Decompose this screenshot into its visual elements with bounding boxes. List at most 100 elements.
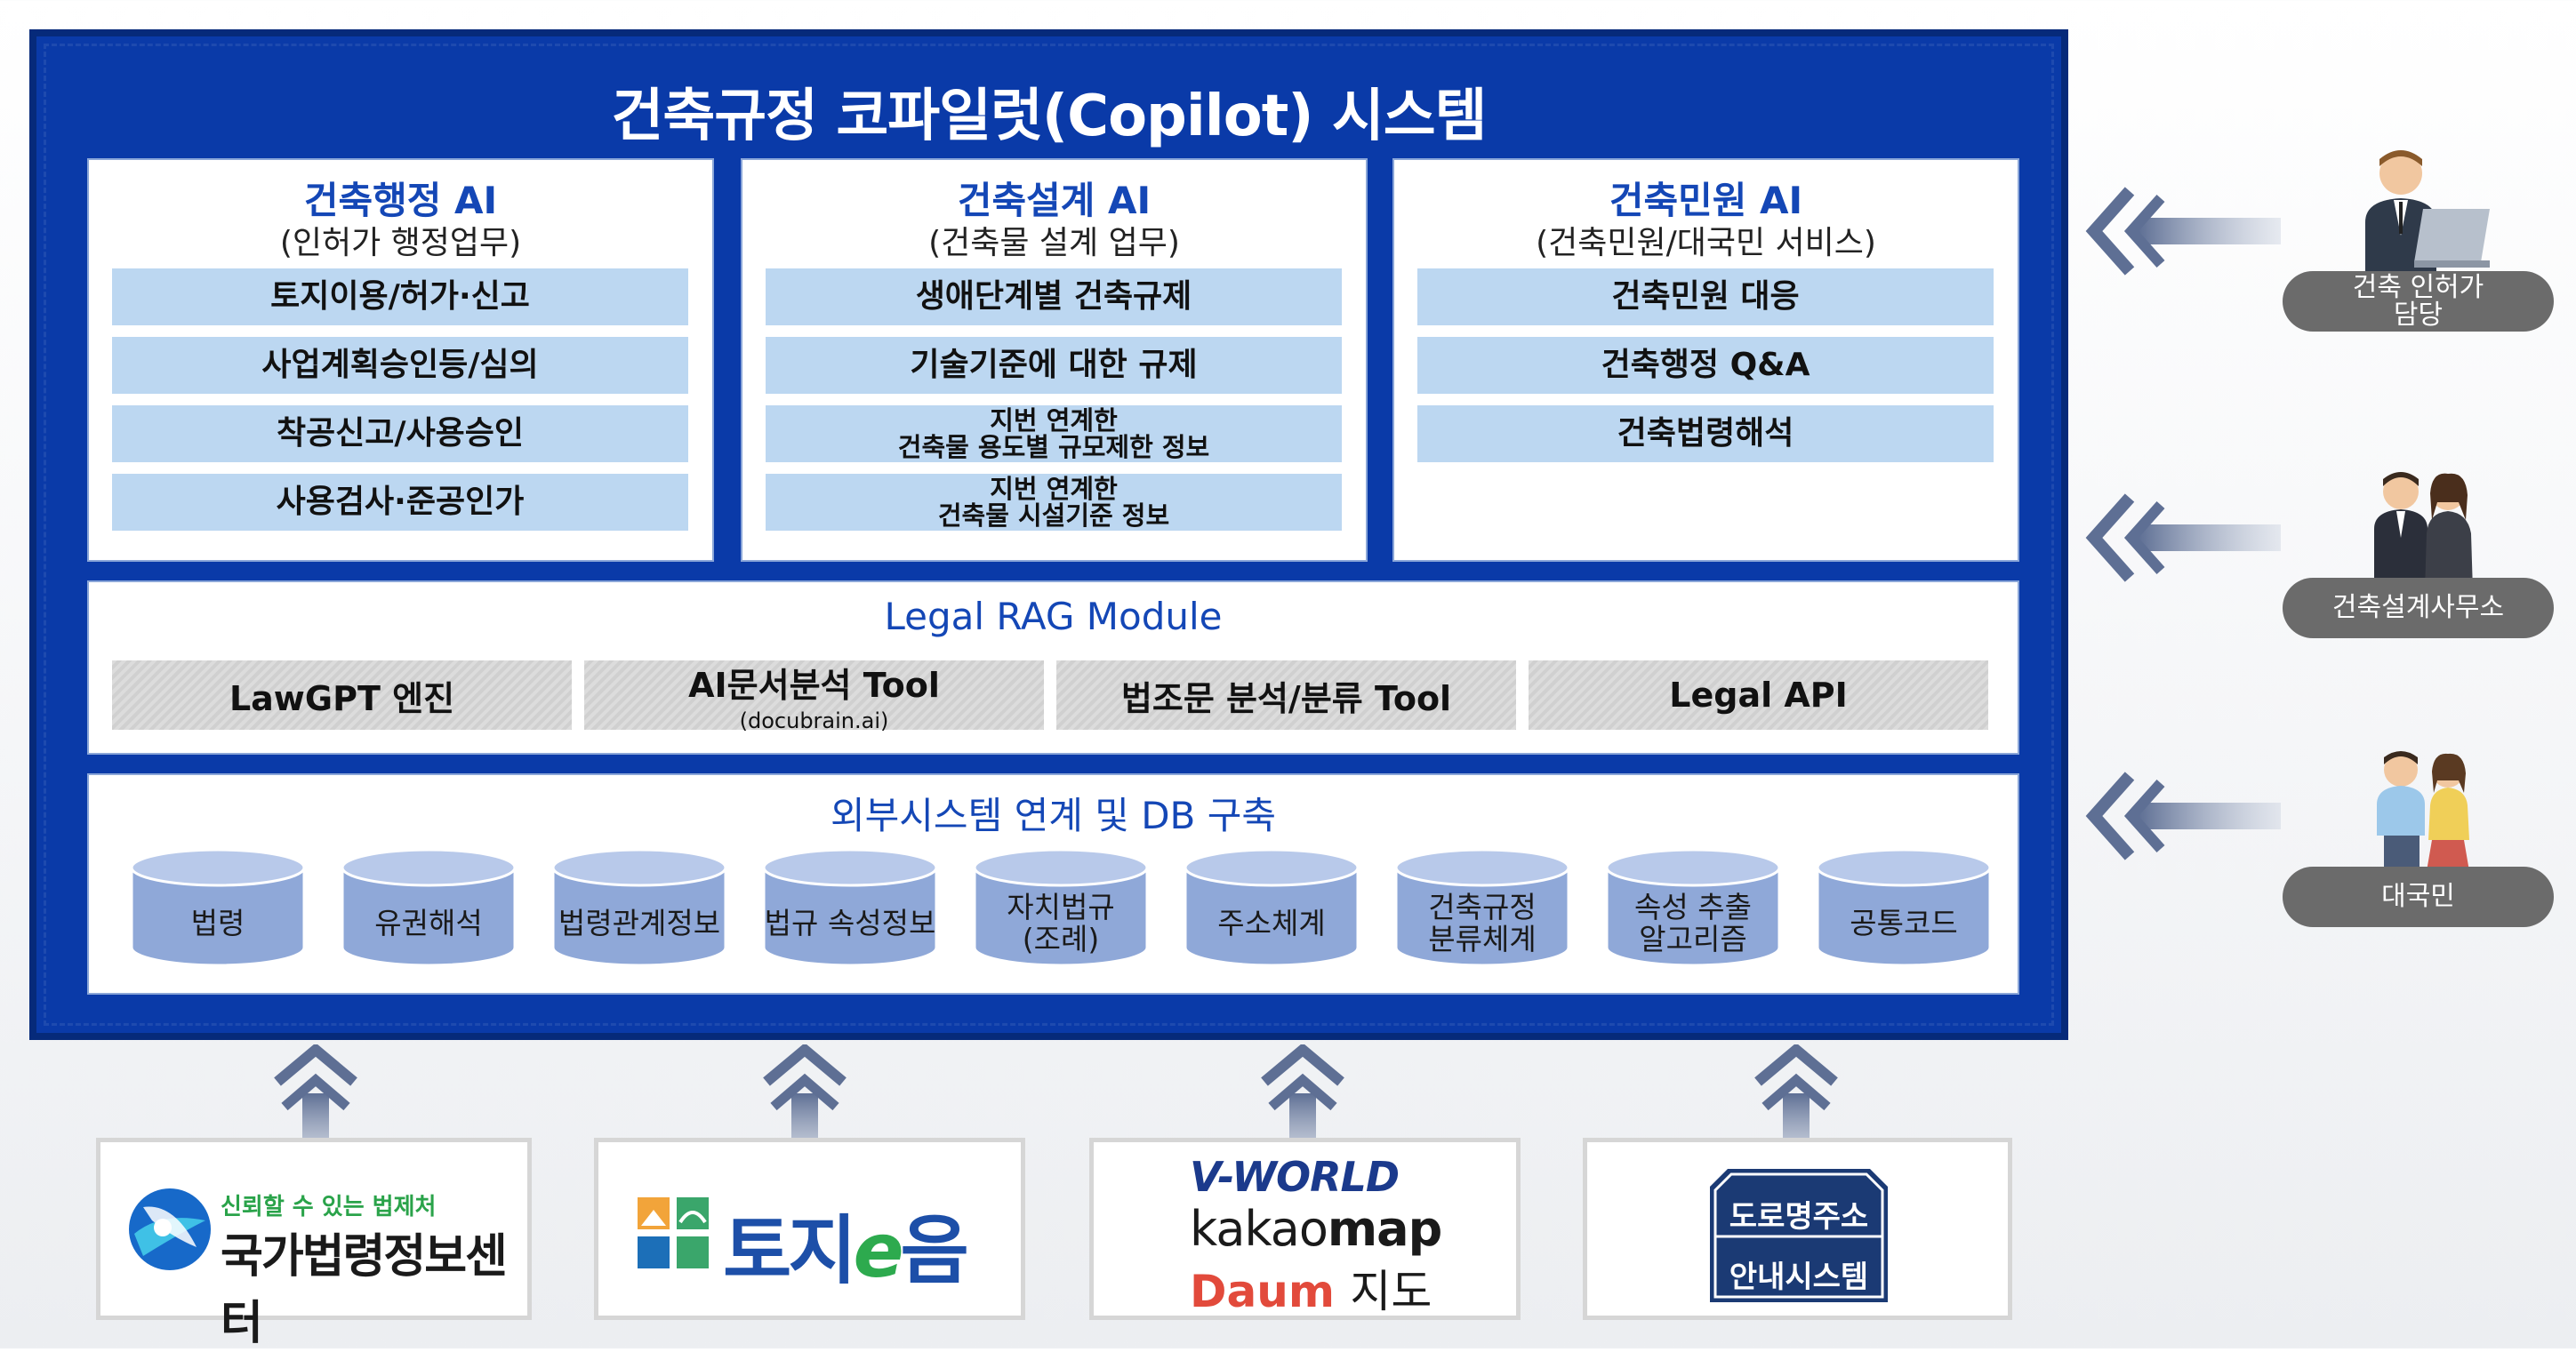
user-badge-permit: 건축 인허가 담당 bbox=[2283, 271, 2554, 332]
left-arrow-icon bbox=[2085, 187, 2281, 276]
db-label-line: 알고리즘 bbox=[1639, 922, 1747, 956]
panel-item-label: 사용검사·준공인가 bbox=[276, 484, 525, 521]
database-icon bbox=[551, 848, 727, 967]
kakaomap-part: kakao bbox=[1190, 1201, 1328, 1257]
db-label-line: 분류체계 bbox=[1428, 922, 1537, 956]
db-label-line: 주소체계 bbox=[1217, 905, 1326, 940]
road-sign-line2: 안내시스템 bbox=[1729, 1260, 1869, 1295]
db-label-line: 자치법규 bbox=[1007, 889, 1115, 924]
tojieum-name-part: 음 bbox=[900, 1207, 969, 1294]
database-icon bbox=[1184, 848, 1360, 967]
panel-item: 사업계획승인등/심의 bbox=[112, 337, 688, 394]
db-cylinder: 공통코드 bbox=[1816, 848, 1992, 967]
daum-map-logo: Daum 지도 bbox=[1190, 1256, 1432, 1320]
db-label-line: 유권해석 bbox=[374, 905, 483, 940]
db-label-line: 공통코드 bbox=[1850, 905, 1958, 940]
db-label: 법규 속성정보 bbox=[762, 882, 938, 965]
db-label: 법령 bbox=[130, 882, 306, 965]
db-cylinder: 법령관계정보 bbox=[551, 848, 727, 967]
panel-item-label: 건축물 시설기준 정보 bbox=[937, 500, 1170, 531]
source-map-providers: V-WORLD kakaomap Daum 지도 bbox=[1089, 1138, 1521, 1320]
panel-subtitle: (건축민원/대국민 서비스) bbox=[1536, 225, 1876, 261]
vworld-logo: V-WORLD bbox=[1190, 1153, 1400, 1201]
panel-subtitle: (인허가 행정업무) bbox=[279, 225, 522, 261]
database-icon bbox=[130, 848, 306, 967]
panel-subtitle: (건축물 설계 업무) bbox=[928, 225, 1180, 261]
citizens-icon bbox=[2377, 751, 2469, 871]
panel-item-label: 기술기준에 대한 규제 bbox=[910, 347, 1198, 384]
panel-item: 건축법령해석 bbox=[1417, 405, 1994, 462]
panel-item-label: 건축행정 Q&A bbox=[1601, 347, 1810, 384]
db-title: 외부시스템 연계 및 DB 구축 bbox=[831, 794, 1276, 837]
db-cylinder: 주소체계 bbox=[1184, 848, 1360, 967]
law-center-logo-icon bbox=[129, 1188, 211, 1270]
businessman-laptop-icon bbox=[2365, 150, 2490, 280]
db-label-line: 속성 추출 bbox=[1634, 889, 1752, 924]
db-cylinder: 법규 속성정보 bbox=[762, 848, 938, 967]
frame-inner-border bbox=[44, 44, 2054, 1026]
panel-item: 지번 연계한 건축물 용도별 규모제한 정보 bbox=[766, 405, 1342, 462]
two-professionals-icon bbox=[2374, 472, 2473, 591]
db-label-line: 건축규정 bbox=[1428, 889, 1537, 924]
db-cylinder: 유권해석 bbox=[341, 848, 517, 967]
tojieum-logo-icon bbox=[638, 1197, 709, 1268]
panel-design-ai: 건축설계 AI (건축물 설계 업무) 생애단계별 건축규제 기술기준에 대한 … bbox=[741, 158, 1368, 562]
rag-tool-label: Legal API bbox=[1669, 676, 1848, 715]
user-badge-line: 건축 인허가 bbox=[2352, 271, 2484, 303]
database-icon bbox=[1394, 848, 1570, 967]
panel-item-label: 지번 연계한 bbox=[990, 404, 1118, 436]
rag-tool: 법조문 분석/분류 Tool bbox=[1056, 660, 1516, 730]
law-center-name: 국가법령정보센터 bbox=[221, 1230, 508, 1350]
panel-item-label: 지번 연계한 bbox=[990, 473, 1118, 504]
user-badge-line: 담당 bbox=[2393, 300, 2444, 331]
road-address-sign-icon bbox=[1710, 1169, 1888, 1302]
db-label: 주소체계 bbox=[1184, 882, 1360, 965]
tojieum-name-part: 토지 bbox=[723, 1207, 857, 1294]
panel-item: 생애단계별 건축규제 bbox=[766, 268, 1342, 325]
user-badge-citizens: 대국민 bbox=[2283, 867, 2554, 927]
left-arrow-icon bbox=[2085, 493, 2281, 582]
user-badge-line: 건축설계사무소 bbox=[2331, 592, 2505, 624]
panel-civil-ai: 건축민원 AI (건축민원/대국민 서비스) 건축민원 대응 건축행정 Q&A … bbox=[1392, 158, 2019, 562]
rag-tool-label: AI문서분석 Tool bbox=[688, 665, 940, 705]
rag-tool-sub: (docubrain.ai) bbox=[739, 708, 889, 733]
road-sign-line1: 도로명주소 bbox=[1729, 1199, 1869, 1235]
panel-item: 지번 연계한 건축물 시설기준 정보 bbox=[766, 474, 1342, 531]
panel-title: 건축행정 AI bbox=[303, 179, 498, 222]
rag-module-panel: Legal RAG Module LawGPT 엔진 AI문서분석 Tool(d… bbox=[87, 580, 2019, 755]
database-icon bbox=[762, 848, 938, 967]
panel-item: 기술기준에 대한 규제 bbox=[766, 337, 1342, 394]
db-label-line: (조례) bbox=[1022, 922, 1100, 956]
panel-item-label: 생애단계별 건축규제 bbox=[915, 278, 1192, 316]
source-tojieum: 토지e음 bbox=[594, 1138, 1025, 1320]
user-badge-design-office: 건축설계사무소 bbox=[2283, 578, 2554, 638]
left-arrow-icon bbox=[2085, 772, 2281, 860]
panel-title: 건축설계 AI bbox=[957, 179, 1152, 222]
rag-tool-label: LawGPT 엔진 bbox=[229, 678, 455, 718]
user-badge-line: 대국민 bbox=[2381, 881, 2455, 913]
rag-tool-label: 법조문 분석/분류 Tool bbox=[1120, 678, 1452, 718]
panel-item-label: 건축물 용도별 규모제한 정보 bbox=[897, 432, 1210, 462]
source-law-center: 신뢰할 수 있는 법제처 국가법령정보센터 bbox=[96, 1138, 532, 1350]
daum-logo-part: 지도 bbox=[1350, 1266, 1432, 1317]
database-icon bbox=[1605, 848, 1781, 967]
db-cylinder: 자치법규(조례) bbox=[973, 848, 1149, 967]
db-cylinder: 법령 bbox=[130, 848, 306, 967]
database-icon bbox=[341, 848, 517, 967]
db-label: 자치법규(조례) bbox=[973, 882, 1149, 965]
panel-item: 토지이용/허가·신고 bbox=[112, 268, 688, 325]
db-label-line: 법규 속성정보 bbox=[764, 905, 936, 940]
panel-admin-ai: 건축행정 AI (인허가 행정업무) 토지이용/허가·신고 사업계획승인등/심의… bbox=[87, 158, 714, 562]
panel-item: 건축행정 Q&A bbox=[1417, 337, 1994, 394]
db-label: 법령관계정보 bbox=[551, 882, 727, 965]
panel-item: 착공신고/사용승인 bbox=[112, 405, 688, 462]
database-icon bbox=[1816, 848, 1992, 967]
kakaomap-logo: kakaomap bbox=[1190, 1201, 1442, 1257]
tojieum-wordmark: 토지e음 bbox=[723, 1191, 969, 1299]
rag-tool: Legal API bbox=[1529, 660, 1988, 730]
db-label: 공통코드 bbox=[1816, 882, 1992, 965]
